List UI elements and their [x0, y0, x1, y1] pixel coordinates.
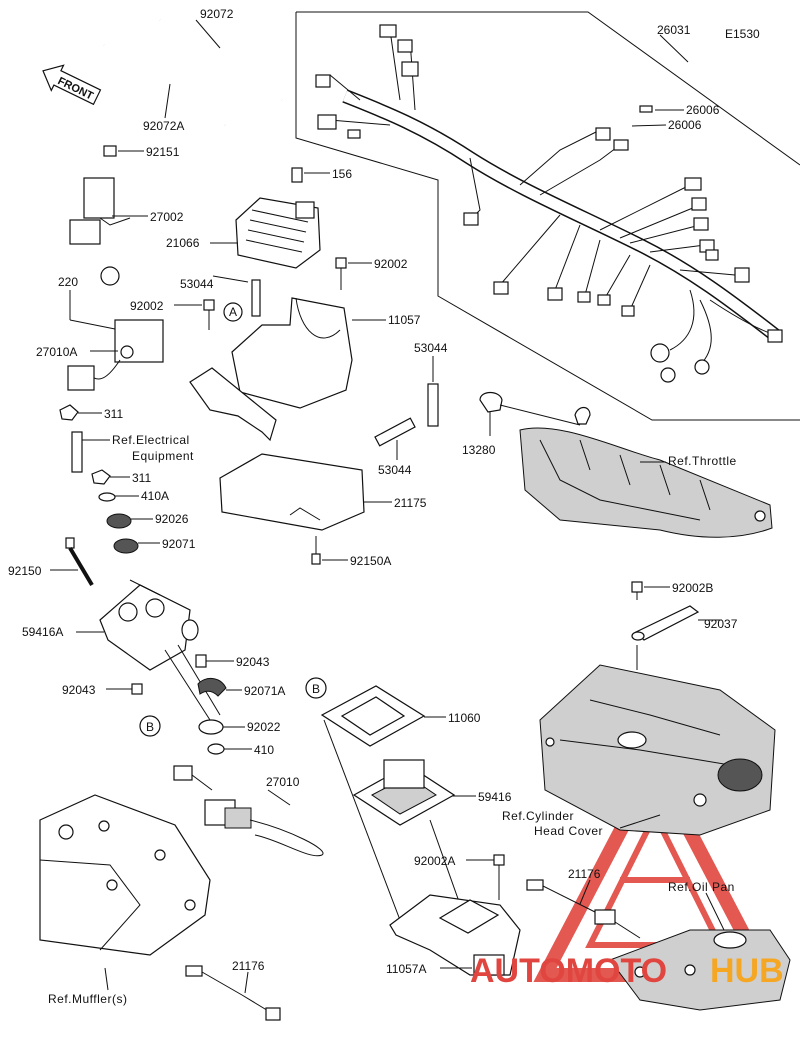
label-27010: 27010 [266, 775, 300, 789]
callout-a-2-circle [223, 302, 243, 322]
plate-92037 [631, 605, 700, 641]
washer-410 [207, 743, 225, 755]
bracket-11057A [389, 894, 521, 976]
label-92002-b: 92002 [374, 257, 408, 271]
label-21176-b: 21176 [568, 867, 601, 881]
ref-muffler: Ref.Muffler(s) [48, 992, 127, 1006]
label-59416: 59416 [478, 790, 512, 804]
label-92026: 92026 [155, 512, 189, 526]
label-156: 156 [332, 167, 352, 181]
solenoid-27010A [67, 319, 164, 391]
label-26031: 26031 [657, 23, 691, 37]
relay-27002 [69, 145, 131, 285]
label-27002: 27002 [150, 210, 184, 224]
front-arrow-icon: FRONT [42, 64, 102, 106]
callout-a-1-circle [100, 266, 120, 286]
cylinder-head-cover [539, 664, 776, 836]
label-92043-b: 92043 [62, 683, 96, 697]
label-92151: 92151 [146, 145, 180, 159]
label-92150A: 92150A [350, 554, 391, 568]
label-220: 220 [58, 275, 78, 289]
label-92072: 92072 [200, 7, 234, 21]
bolt-92150A [311, 536, 321, 565]
callout-b-2: B [312, 682, 320, 696]
oil-pan [609, 929, 791, 1011]
label-92002B: 92002B [672, 581, 713, 595]
throttle-body [519, 427, 773, 538]
bolt-92002B [631, 581, 643, 600]
nut-311-a [59, 404, 79, 421]
bolt-92150 [65, 537, 94, 587]
nut-311-b [91, 469, 111, 485]
label-11060: 11060 [448, 711, 481, 725]
watermark-text-right: HUB [710, 952, 784, 990]
label-92071A: 92071A [244, 684, 285, 698]
callout-b-1-circle [139, 715, 161, 737]
label-311-b: 311 [132, 471, 151, 485]
callout-a-2: A [229, 305, 237, 319]
label-311-a: 311 [104, 407, 123, 421]
label-92072A: 92072A [143, 119, 184, 133]
label-27010A: 27010A [36, 345, 77, 359]
label-53044-c: 53044 [378, 463, 412, 477]
label-92002-a: 92002 [130, 299, 164, 313]
label-11057A: 11057A [386, 962, 426, 976]
dowel-92043-b [131, 683, 143, 695]
label-410A: 410A [141, 489, 169, 503]
spacer-53044-c [374, 417, 416, 447]
label-92022: 92022 [247, 720, 281, 734]
bracket-11057 [189, 257, 353, 442]
sensor-21176-upper [526, 879, 641, 939]
label-92071: 92071 [162, 537, 196, 551]
ecu-21175 [219, 453, 365, 531]
washer-92022 [198, 719, 224, 735]
label-13280: 13280 [462, 443, 496, 457]
label-53044-a: 53044 [180, 277, 214, 291]
diagram-code: E1530 [725, 27, 760, 41]
label-92002A: 92002A [414, 854, 455, 868]
regulator-21066 [235, 167, 321, 269]
ref-cylinder-1: Ref.Cylinder [502, 809, 574, 823]
stud-bolt [71, 431, 83, 473]
ref-throttle: Ref.Throttle [668, 454, 737, 468]
bracket-59416A [99, 579, 221, 721]
gasket-11060 [320, 685, 426, 747]
label-92043-a: 92043 [236, 655, 270, 669]
washer-410A [98, 492, 116, 502]
clamp-13280 [479, 391, 591, 426]
wiring-harness-group [295, 11, 800, 421]
label-21176-a: 21176 [232, 959, 265, 973]
label-59416A: 59416A [22, 625, 63, 639]
spacer-53044-b [427, 383, 439, 427]
label-92150: 92150 [8, 564, 42, 578]
grommet-92071 [113, 538, 139, 554]
cable-ties [103, 19, 283, 126]
label-410: 410 [254, 743, 274, 757]
callout-b-2-circle [305, 677, 327, 699]
label-53044-b: 53044 [414, 341, 448, 355]
label-92037: 92037 [704, 617, 738, 631]
label-21175: 21175 [394, 496, 427, 510]
ref-electrical-1: Ref.Electrical [112, 433, 190, 447]
watermark-text-left: AUTOMOTO [470, 952, 667, 990]
watermark-text: AUTOMOTO HUB [470, 952, 784, 990]
ref-electrical-2: Equipment [132, 449, 194, 463]
ref-cylinder-2: Head Cover [534, 824, 603, 838]
label-21066: 21066 [166, 236, 200, 250]
bracket-59416 [352, 759, 456, 826]
callout-b-1: B [146, 720, 154, 734]
bolt-92002A [493, 854, 505, 900]
switch-27010 [173, 765, 324, 857]
ref-oil-pan: Ref.Oil Pan [668, 880, 735, 894]
label-26006-b: 26006 [668, 118, 702, 132]
label-11057: 11057 [388, 313, 421, 327]
grommet-92026 [106, 513, 132, 529]
damper-92071A [197, 678, 227, 697]
sensor-21176-lower [185, 965, 281, 1021]
muffler-cover [39, 794, 211, 956]
label-26006-a: 26006 [686, 103, 720, 117]
dowel-92043-a [195, 654, 207, 668]
